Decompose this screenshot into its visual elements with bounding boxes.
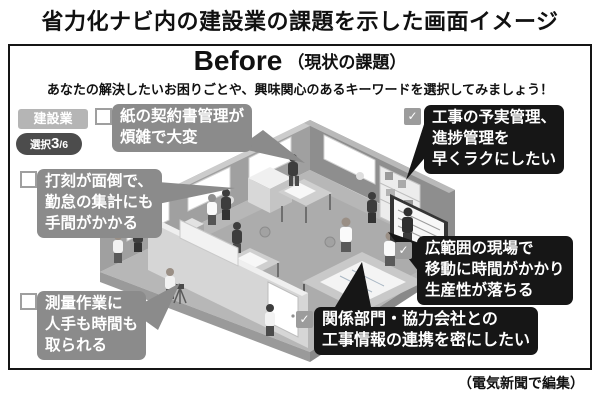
issue-bubble-surveying[interactable]: 測量作業に 人手も時間も 取られる: [37, 291, 147, 360]
checkbox-info-sharing[interactable]: ✓: [296, 311, 313, 328]
issue-line: 生産性が落ちる: [425, 282, 534, 299]
issue-line: 早くラクにしたい: [432, 151, 557, 168]
checkbox-time-stamping[interactable]: [20, 171, 37, 188]
issue-line: 打刻が面倒で、: [45, 173, 153, 190]
issue-line: 広範囲の現場で: [425, 240, 534, 257]
before-note: （現状の課題）: [287, 53, 407, 72]
issue-line: 関係部門・協力会社との: [322, 311, 498, 328]
issue-bubble-paper-contract[interactable]: 紙の契約書管理が 煩雑で大変: [112, 104, 253, 152]
page-title: 省力化ナビ内の建設業の課題を示した画面イメージ: [41, 9, 559, 34]
person-at-shelf: [367, 192, 377, 223]
issue-line: 勤怠の集計にも: [45, 194, 154, 211]
copier: [248, 167, 292, 213]
checkbox-surveying[interactable]: [20, 293, 37, 310]
issue-line: 紙の契約書管理が: [120, 108, 245, 125]
checkbox-progress-management[interactable]: ✓: [404, 108, 421, 125]
check-icon: ✓: [299, 312, 310, 326]
checkbox-paper-contract[interactable]: [95, 108, 112, 125]
check-icon: ✓: [398, 243, 409, 257]
issue-line: 工事の予実管理、: [432, 109, 557, 126]
issue-bubble-info-sharing[interactable]: 関係部門・協力会社との 工事情報の連携を密にしたい: [314, 307, 539, 355]
panel-heading: Before （現状の課題）: [0, 46, 600, 76]
credit-text: （電気新聞で編集）: [458, 375, 584, 391]
selection-count-badge: 選択3/6: [16, 133, 82, 155]
selection-label: 選択: [29, 139, 51, 151]
person-walker: [265, 304, 275, 336]
issue-line: 進捗管理を: [432, 130, 510, 147]
person-pair: [207, 189, 231, 225]
selection-count: 3: [50, 135, 60, 152]
bubble-tails: [130, 112, 428, 330]
issue-line: 煩雑で大変: [120, 129, 198, 146]
issue-bubble-wide-site-travel[interactable]: 広範囲の現場で 移動に時間がかかり 生産性が落ちる: [417, 236, 573, 305]
issue-line: 測量作業に: [45, 295, 123, 312]
issue-line: 工事情報の連携を密にしたい: [322, 332, 531, 349]
issue-line: 人手も時間も: [45, 316, 139, 333]
issue-bubble-progress-management[interactable]: 工事の予実管理、 進捗管理を 早くラクにしたい: [424, 105, 565, 174]
check-icon: ✓: [407, 109, 418, 123]
industry-tab-construction[interactable]: 建設業: [18, 109, 88, 129]
floor-marker: [259, 226, 271, 238]
issue-bubble-time-stamping[interactable]: 打刻が面倒で、 勤怠の集計にも 手間がかかる: [37, 169, 162, 238]
instruction-text: あなたの解決したいお困りごとや、興味関心のあるキーワードを選択してみましょう！: [46, 82, 554, 97]
floor-marker: [324, 236, 336, 248]
issue-line: 移動に時間がかかり: [425, 261, 565, 278]
selection-total: /6: [59, 139, 69, 151]
before-label: Before: [193, 45, 283, 76]
issue-line: 手間がかかる: [45, 215, 139, 232]
issue-line: 取られる: [45, 337, 108, 354]
checkbox-wide-site-travel[interactable]: ✓: [395, 242, 412, 259]
